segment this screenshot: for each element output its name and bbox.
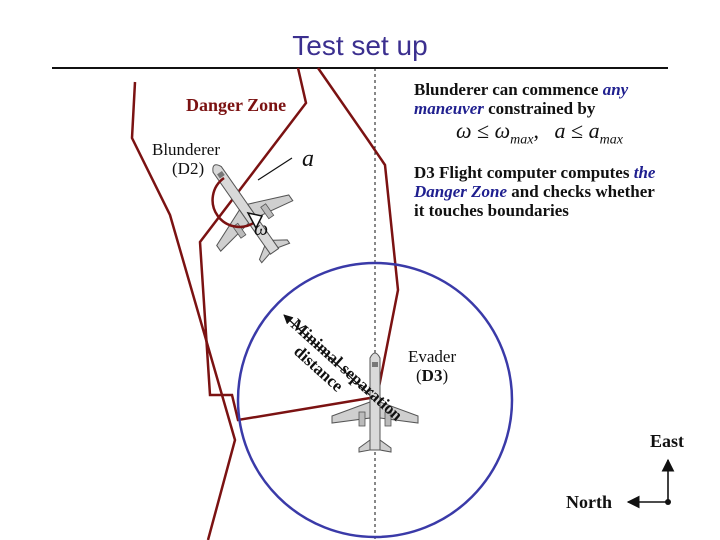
d3-description: D3 Flight computer computes the Danger Z… [414,163,655,220]
constraint-max2: max [599,132,623,148]
constraint-a-max: a [588,118,600,143]
blunderer-desc-constrained: constrained by [488,99,596,118]
right-boundary-line [316,67,400,393]
page-title: Test set up [292,30,428,61]
constraint-a: a [554,118,566,143]
turn-rate-arc [211,176,256,229]
blunderer-desc-any: any [602,80,629,99]
danger-zone-boundary-line [198,67,371,422]
compass-north-label: North [566,492,612,512]
blunderer-description: Blunderer can commence any maneuver cons… [414,80,628,118]
constraint-omega-max: ω [494,118,511,143]
turn-rate-arrowhead [246,211,264,230]
blunderer-desc-text1: Blunderer can commence [414,80,599,99]
evader-id: D3 [421,366,443,385]
constraint-formula: ω ≤ ωmax, a ≤ amax [456,118,623,148]
blunderer-desc-line2: maneuver constrained by [414,99,628,118]
turn-rate-symbol: ω [254,218,269,240]
blunderer-id: D2 [177,159,199,178]
evader-id-line: (D3) [416,366,449,385]
d3-desc-line1a: D3 Flight computer computes [414,163,630,182]
blunderer-label: Blunderer (D2) [152,140,220,178]
d3-desc-line2a: Danger Zone [414,182,508,201]
blunderer-name: Blunderer [152,140,220,159]
d3-desc-line2: Danger Zone and checks whether [414,182,655,201]
blunderer-airplane-icon [212,164,294,264]
constraint-omega: ω [456,118,472,143]
constraint-le1: ≤ [477,118,490,143]
constraint-comma: , [533,118,540,143]
evader-airplane-icon [331,352,419,453]
d3-desc-line3: it touches boundaries [414,201,569,220]
compass-origin-dot [665,499,671,505]
blunderer-desc-maneuver: maneuver [414,99,484,118]
acceleration-arrow [257,157,293,181]
constraint-max1: max [510,132,534,148]
left-boundary-line [130,81,237,540]
blunderer-desc-line1: Blunderer can commence any [414,80,628,99]
d3-desc-line1: D3 Flight computer computes the [414,163,655,182]
d3-desc-line2b: and checks whether [511,182,655,201]
acceleration-symbol: a [302,146,314,172]
blunderer-id-line: (D2) [172,159,205,178]
evader-label: Evader (D3) [408,347,456,385]
compass-east-label: East [650,431,685,451]
d3-desc-line1b: the [633,163,656,182]
separation-radius-arrow [283,314,376,401]
minimal-separation-circle [236,261,514,539]
evader-name: Evader [408,347,457,366]
constraint-le2: ≤ [571,118,584,143]
danger-zone-label: Danger Zone [186,95,287,115]
